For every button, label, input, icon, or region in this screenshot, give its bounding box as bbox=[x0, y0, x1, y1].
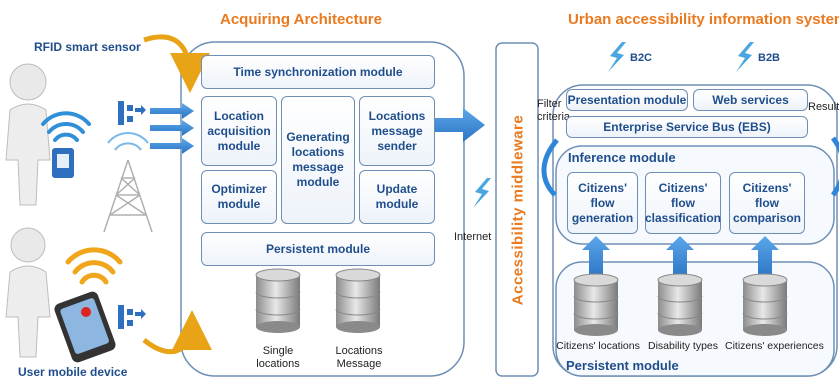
mobile-phone-icon bbox=[54, 291, 116, 363]
tower-icon bbox=[103, 159, 153, 233]
flow-generation-module: Citizens' flow generation bbox=[567, 172, 638, 234]
urban-title: Urban accessibility information system bbox=[568, 11, 839, 28]
flow-comparison-module: Citizens' flow comparison bbox=[729, 172, 805, 234]
mobile-label: User mobile device bbox=[18, 365, 128, 379]
network-node-top-icon bbox=[118, 101, 146, 125]
db-disability-label: Disability types bbox=[647, 340, 719, 352]
db-citizens-locations-label: Citizens' locations bbox=[556, 340, 640, 352]
update-module: Update module bbox=[359, 170, 435, 224]
acquiring-container bbox=[180, 41, 465, 377]
inference-label: Inference module bbox=[568, 150, 676, 165]
filter-curved-arrow bbox=[541, 138, 559, 197]
up-arrows bbox=[582, 236, 779, 278]
db-experiences-label: Citizens' experiences bbox=[725, 340, 824, 352]
b2c-label: B2C bbox=[630, 52, 653, 64]
optimizer-module: Optimizer module bbox=[201, 170, 277, 224]
acquiring-persistent-module: Persistent module bbox=[201, 232, 435, 266]
b2b-bolt bbox=[736, 42, 754, 72]
acquiring-db-single bbox=[255, 268, 301, 333]
results-curved-arrow bbox=[830, 136, 839, 197]
wifi-bottom-icon bbox=[65, 247, 123, 285]
wifi-top-icon bbox=[41, 111, 91, 142]
locations-message-sender: Locations message sender bbox=[359, 96, 435, 166]
urban-db-locations bbox=[573, 273, 619, 336]
acquiring-title: Acquiring Architecture bbox=[220, 11, 382, 28]
urban-db-disability bbox=[657, 273, 703, 336]
to-middleware-arrow bbox=[433, 108, 485, 142]
ebs-module: Enterprise Service Bus (EBS) bbox=[566, 116, 808, 138]
time-sync-module: Time synchronization module bbox=[201, 55, 435, 89]
internet-bolt bbox=[473, 178, 491, 208]
results-label: Results bbox=[808, 101, 839, 113]
rfid-label: RFID smart sensor bbox=[34, 40, 141, 54]
mobile-curved-arrow bbox=[142, 310, 212, 355]
flow-classification-module: Citizens' flow classification bbox=[645, 172, 721, 234]
web-services-module: Web services bbox=[693, 89, 808, 111]
middleware-label-wrap: Accessibility middleware bbox=[509, 95, 527, 325]
db-single-label: Single locations bbox=[256, 345, 300, 370]
filter-criteria-label: Filter criteria bbox=[537, 98, 571, 123]
person-top-icon bbox=[5, 63, 51, 206]
generating-locations-module: Generating locations message module bbox=[281, 96, 355, 224]
acquiring-db-locations bbox=[335, 268, 381, 333]
urban-persistent-label: Persistent module bbox=[566, 358, 679, 373]
presentation-module: Presentation module bbox=[566, 89, 688, 111]
tower-signal-icon bbox=[107, 132, 149, 151]
rfid-curved-arrow bbox=[143, 34, 210, 93]
internet-label: Internet bbox=[454, 231, 492, 243]
person-bottom-icon bbox=[5, 227, 51, 358]
middleware-label: Accessibility middleware bbox=[509, 114, 527, 306]
b2c-bolt bbox=[608, 42, 626, 72]
location-acquisition-module: Location acquisition module bbox=[201, 96, 277, 166]
db-locations-label: Locations Message bbox=[335, 345, 383, 370]
middleware-container bbox=[495, 42, 539, 377]
urban-db-experiences bbox=[742, 273, 788, 336]
network-node-bottom-icon bbox=[118, 305, 146, 329]
input-arrows bbox=[150, 103, 194, 154]
b2b-label: B2B bbox=[758, 52, 781, 64]
